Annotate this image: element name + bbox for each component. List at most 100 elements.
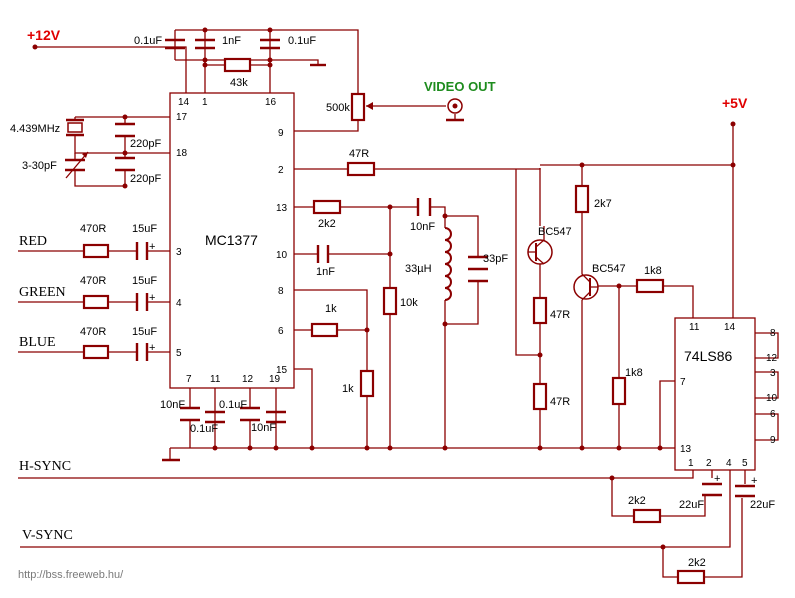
junction-dots bbox=[32, 27, 736, 550]
svg-text:470R: 470R bbox=[80, 223, 106, 235]
vsync-input: V-SYNC 2k2 + 22uF bbox=[22, 475, 775, 585]
crystal-4439mhz: 4.439MHz bbox=[10, 118, 84, 137]
svg-text:220pF: 220pF bbox=[130, 173, 161, 185]
potentiometer-500k: 500k bbox=[326, 92, 373, 122]
svg-text:0.1uF: 0.1uF bbox=[288, 35, 316, 47]
svg-text:12: 12 bbox=[242, 374, 254, 385]
svg-text:8: 8 bbox=[770, 328, 776, 339]
svg-text:3: 3 bbox=[770, 368, 776, 379]
svg-text:2k2: 2k2 bbox=[688, 557, 706, 569]
svg-text:BC547: BC547 bbox=[538, 226, 572, 238]
svg-text:15: 15 bbox=[276, 365, 288, 376]
capacitor-bottom-1: 10nF bbox=[160, 399, 200, 422]
svg-text:13: 13 bbox=[276, 203, 288, 214]
svg-text:6: 6 bbox=[278, 326, 284, 337]
svg-text:+: + bbox=[149, 292, 155, 304]
svg-text:18: 18 bbox=[176, 148, 188, 159]
hsync-input: H-SYNC 2k2 + 22uF bbox=[19, 459, 722, 524]
resistor-47r-top: 47R bbox=[346, 148, 376, 177]
svg-text:12: 12 bbox=[766, 353, 778, 364]
supply-5v-label: +5V bbox=[722, 95, 748, 111]
svg-text:47R: 47R bbox=[550, 309, 570, 321]
svg-text:14: 14 bbox=[178, 97, 190, 108]
transistor-q2: BC547 bbox=[573, 260, 626, 301]
resistor-2k2-pin13: 2k2 bbox=[312, 199, 342, 230]
blue-input: BLUE 470R 15uF + bbox=[19, 326, 157, 361]
svg-text:10nF: 10nF bbox=[251, 422, 276, 434]
capacitor-33pf: 33pF bbox=[468, 253, 508, 283]
svg-text:4.439MHz: 4.439MHz bbox=[10, 123, 60, 135]
svg-text:5: 5 bbox=[176, 348, 182, 359]
svg-text:47R: 47R bbox=[349, 148, 369, 160]
svg-text:10nF: 10nF bbox=[160, 399, 185, 411]
svg-text:2k7: 2k7 bbox=[594, 198, 612, 210]
svg-text:7: 7 bbox=[186, 374, 192, 385]
svg-text:10nF: 10nF bbox=[410, 221, 435, 233]
svg-text:+: + bbox=[149, 241, 155, 253]
svg-text:17: 17 bbox=[176, 112, 188, 123]
svg-text:33pF: 33pF bbox=[483, 253, 508, 265]
svg-text:10: 10 bbox=[276, 250, 288, 261]
ic-mc1377-label: MC1377 bbox=[205, 232, 258, 248]
svg-text:GREEN: GREEN bbox=[19, 285, 66, 300]
resistor-47r-emitter-1: 47R bbox=[532, 296, 570, 325]
resistor-43k: 43k bbox=[223, 57, 252, 89]
capacitor-top-1: 0.1uF bbox=[134, 35, 185, 50]
capacitor-1nf-pin10: 1nF bbox=[316, 245, 335, 278]
svg-text:220pF: 220pF bbox=[130, 138, 161, 150]
video-out-connector: VIDEO OUT bbox=[424, 79, 496, 114]
svg-text:2k2: 2k2 bbox=[318, 218, 336, 230]
svg-text:RED: RED bbox=[19, 234, 47, 249]
resistor-47r-emitter-2: 47R bbox=[532, 382, 570, 411]
svg-text:1k8: 1k8 bbox=[625, 367, 643, 379]
svg-text:1nF: 1nF bbox=[316, 266, 335, 278]
svg-text:0.1uF: 0.1uF bbox=[190, 423, 218, 435]
svg-text:47R: 47R bbox=[550, 396, 570, 408]
svg-text:19: 19 bbox=[269, 374, 281, 385]
capacitor-10nf-series: 10nF bbox=[410, 198, 435, 233]
svg-text:+: + bbox=[149, 342, 155, 354]
svg-text:1nF: 1nF bbox=[222, 35, 241, 47]
svg-text:9: 9 bbox=[770, 435, 776, 446]
svg-text:15uF: 15uF bbox=[132, 326, 157, 338]
source-url: http://bss.freeweb.hu/ bbox=[18, 569, 124, 581]
svg-text:500k: 500k bbox=[326, 102, 350, 114]
svg-text:2: 2 bbox=[706, 458, 712, 469]
svg-text:BLUE: BLUE bbox=[19, 335, 56, 350]
svg-text:9: 9 bbox=[278, 128, 284, 139]
ic-74ls86: 74LS86 11 14 8 12 3 10 6 9 7 13 1 2 4 5 bbox=[674, 317, 778, 471]
svg-text:0.1uF: 0.1uF bbox=[134, 35, 162, 47]
svg-text:0.1uF: 0.1uF bbox=[219, 399, 247, 411]
resistor-1k8-horizontal: 1k8 bbox=[635, 265, 665, 294]
capacitor-bottom-3: 0.1uF bbox=[219, 399, 260, 422]
svg-text:3-30pF: 3-30pF bbox=[22, 160, 57, 172]
svg-text:+: + bbox=[714, 473, 720, 485]
resistor-1k-vertical: 1k bbox=[342, 369, 375, 398]
red-input: RED 470R 15uF + bbox=[19, 223, 157, 260]
svg-text:6: 6 bbox=[770, 409, 776, 420]
svg-text:1k: 1k bbox=[342, 383, 354, 395]
svg-text:H-SYNC: H-SYNC bbox=[19, 459, 71, 474]
svg-text:2k2: 2k2 bbox=[628, 495, 646, 507]
capacitor-top-3: 0.1uF bbox=[260, 35, 316, 50]
svg-text:15uF: 15uF bbox=[132, 275, 157, 287]
svg-text:V-SYNC: V-SYNC bbox=[22, 528, 73, 543]
ground-symbols bbox=[162, 63, 464, 462]
svg-text:470R: 470R bbox=[80, 275, 106, 287]
svg-text:16: 16 bbox=[265, 97, 277, 108]
wires bbox=[18, 29, 779, 578]
svg-text:10k: 10k bbox=[400, 297, 418, 309]
ic-mc1377: MC1377 14 1 16 17 18 9 2 13 10 8 6 15 3 … bbox=[169, 92, 295, 389]
svg-text:4: 4 bbox=[726, 458, 732, 469]
capacitor-top-2: 1nF bbox=[195, 35, 241, 50]
resistor-1k-horizontal: 1k bbox=[310, 303, 339, 338]
capacitor-bottom-4: 10nF bbox=[251, 410, 286, 434]
svg-text:22uF: 22uF bbox=[679, 499, 704, 511]
svg-text:15uF: 15uF bbox=[132, 223, 157, 235]
svg-text:5: 5 bbox=[742, 458, 748, 469]
supply-12v-label: +12V bbox=[27, 27, 61, 43]
capacitor-bottom-2: 0.1uF bbox=[190, 410, 225, 435]
svg-text:+: + bbox=[751, 475, 757, 487]
trimmer-capacitor: 3-30pF bbox=[22, 151, 89, 179]
